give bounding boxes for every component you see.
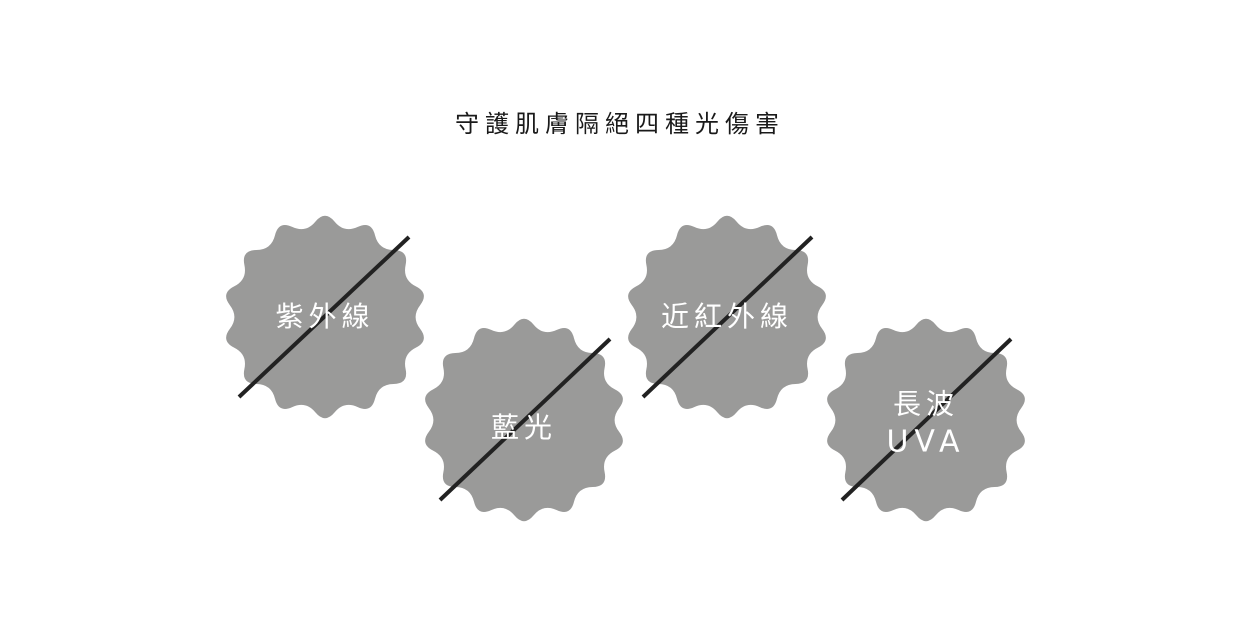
slash-line-long-wave-uva (840, 337, 1013, 502)
slash-line-near-infrared (641, 235, 814, 399)
page-title: 守護肌膚隔絕四種光傷害 (455, 110, 785, 138)
badge-label-long-wave-uva: 長波 UVA (886, 387, 966, 460)
badge-label-uv: 紫外線 (275, 299, 375, 333)
slash-line-blue-light (438, 337, 612, 502)
badge-label-near-infrared: 近紅外線 (660, 299, 794, 333)
slash-line-uv (237, 235, 411, 399)
badge-label-blue-light: 藍光 (490, 410, 558, 444)
